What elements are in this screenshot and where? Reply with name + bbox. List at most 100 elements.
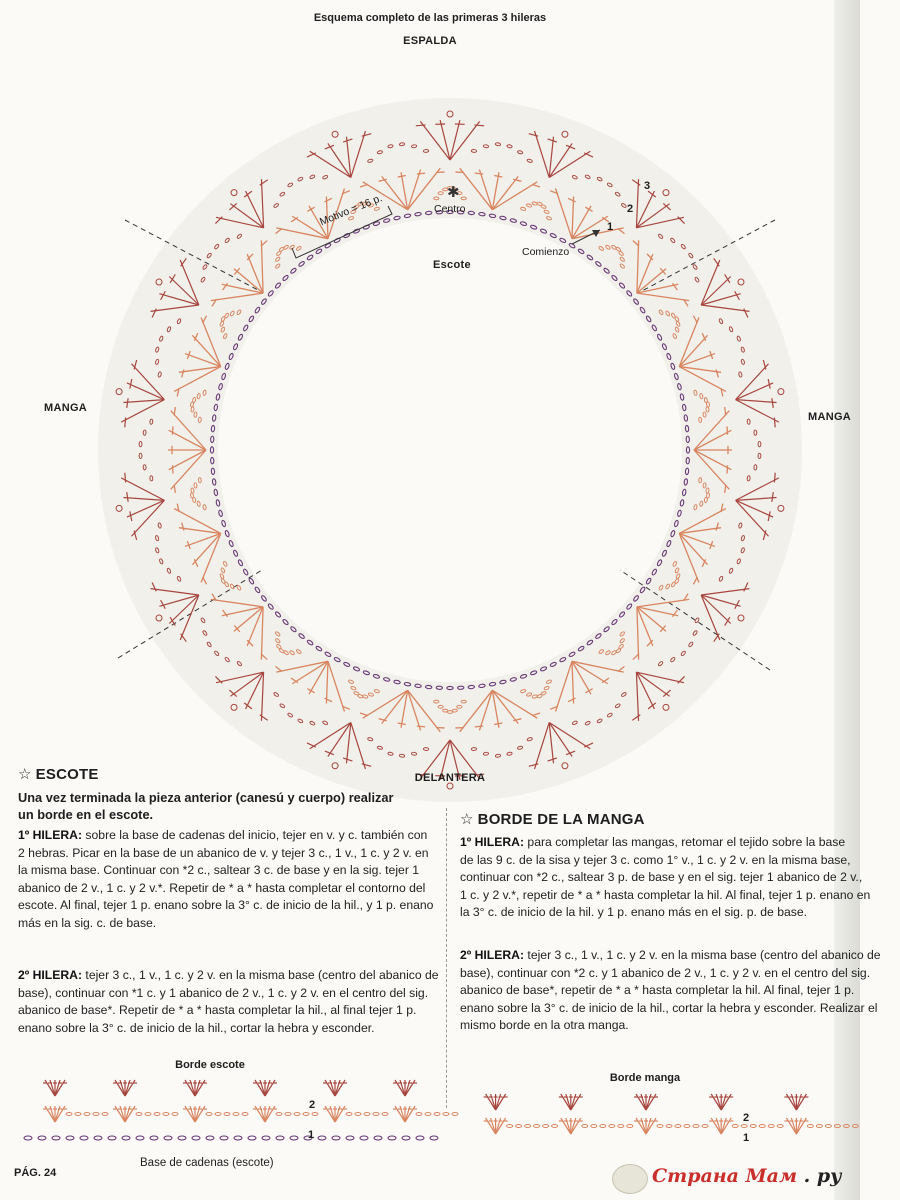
chain-stitch <box>520 206 527 211</box>
stitch-bar <box>126 398 129 408</box>
chain-stitch <box>367 203 374 208</box>
stitch-bar <box>531 183 541 188</box>
stitch-post <box>449 120 461 161</box>
centro-asterisk-icon: ✱ <box>447 184 460 201</box>
stitch-bar <box>151 582 157 592</box>
stitch-post <box>362 689 408 719</box>
text-line: más en la sig. c. de base. <box>18 915 157 930</box>
stitch-bar <box>397 722 406 726</box>
stitch-bar <box>715 369 719 378</box>
chain-stitch <box>202 630 208 636</box>
chain-stitch <box>611 618 618 626</box>
stitch-bar <box>324 697 333 703</box>
chain-stitch <box>275 631 281 637</box>
stitch-post <box>491 172 500 210</box>
chain-stitch <box>645 577 652 585</box>
stitch-post <box>168 429 207 451</box>
stitch-bar <box>397 174 406 178</box>
chain-stitch <box>171 1112 179 1116</box>
stitch-post <box>548 150 591 178</box>
chain-stitch <box>403 213 412 219</box>
stitch-post <box>325 661 329 704</box>
stitch-post <box>635 672 640 721</box>
chain-stitch <box>526 737 533 742</box>
stitch-bar <box>762 530 767 541</box>
text-line: enano sobre la 3° c. de inicio de la hil… <box>460 1000 878 1015</box>
stitch-bar <box>724 274 731 284</box>
chain-stitch <box>190 487 195 494</box>
stitch-post <box>548 722 591 750</box>
text-line: de las 9 c. de la sisa y tejer 3 c. como… <box>460 852 851 867</box>
stitch-post <box>636 253 654 294</box>
stitch-bar <box>243 190 253 198</box>
chain-stitch <box>215 499 221 507</box>
stitch-post <box>635 190 655 229</box>
chain-stitch <box>159 335 164 342</box>
chain-stitch <box>731 1124 739 1128</box>
chain-stitch <box>437 191 444 196</box>
row-number-1: 1 <box>607 221 614 233</box>
stitch-bar <box>124 417 127 428</box>
stitch-post <box>678 334 709 367</box>
chain-stitch <box>530 224 538 230</box>
motivo-bracket <box>291 205 393 259</box>
chain-stitch <box>679 499 685 507</box>
text-line: continuar con *2 c., saltear 3 p. de bas… <box>460 870 863 884</box>
stitch-post <box>735 499 769 537</box>
stitch-bar <box>762 359 767 370</box>
chain-stitch <box>290 267 297 274</box>
chain-stitch <box>142 464 147 471</box>
chain-stitch <box>666 352 672 361</box>
stitch-bar <box>229 689 238 698</box>
stitch-bar <box>260 653 268 660</box>
chain-stitch <box>410 144 418 149</box>
stitch-post <box>678 317 700 367</box>
chain-stitch <box>211 478 217 486</box>
chain-stitch <box>509 677 517 682</box>
stitch-post <box>276 227 329 240</box>
stitch-bar <box>547 138 558 143</box>
chain-stitch <box>546 216 552 221</box>
chain-stitch <box>213 403 219 412</box>
stitch-post <box>170 449 207 490</box>
chain-stitch <box>665 310 671 317</box>
stitch-bar <box>631 179 641 186</box>
chain-stitch <box>542 1124 550 1128</box>
stitch-post <box>571 660 624 673</box>
stitch-bar <box>646 253 654 261</box>
stitch-post <box>635 671 655 710</box>
stitch-post <box>184 352 221 368</box>
chain-stitch <box>437 704 444 709</box>
chain-stitch <box>672 561 677 567</box>
stitch-post <box>449 739 461 780</box>
chain-stitch <box>658 584 664 591</box>
stitch-post <box>636 216 685 229</box>
chain-stitch <box>533 1124 541 1128</box>
chain-stitch <box>210 435 215 444</box>
stitch-post <box>459 689 493 733</box>
stitch-post <box>230 671 264 697</box>
stitch-post <box>439 120 451 161</box>
chain-stitch <box>749 1124 757 1128</box>
chain-stitch <box>241 1112 249 1116</box>
chain-stitch <box>267 290 274 297</box>
stitch-bar <box>290 216 299 223</box>
stitch-post <box>548 136 555 178</box>
stitch-bar <box>186 350 191 360</box>
row-number-2: 2 <box>627 203 634 215</box>
chain-stitch <box>736 558 741 565</box>
chain-stitch <box>149 475 154 482</box>
stitch-post <box>327 661 346 712</box>
chain-stitch <box>206 641 212 648</box>
stitch-bar <box>773 472 776 483</box>
stitch-bar <box>583 742 594 748</box>
chain-stitch <box>571 720 578 725</box>
stitch-post <box>309 150 352 178</box>
chain-stitch <box>546 679 552 684</box>
stitch-bar <box>692 315 698 324</box>
chain-stitch <box>267 603 274 610</box>
stitch-bar <box>260 240 268 247</box>
chain-stitch <box>333 656 341 663</box>
chain-stitch <box>414 683 422 689</box>
stitch-post <box>492 181 538 211</box>
